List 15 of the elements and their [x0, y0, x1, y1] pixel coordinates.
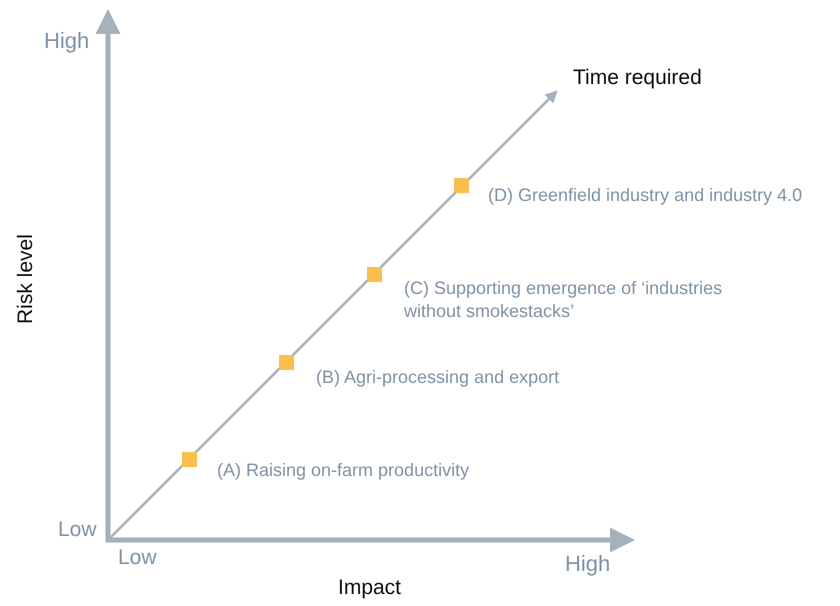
- milestone-label: (A) Raising on-farm productivity: [217, 459, 470, 482]
- axis-title: Risk level: [14, 234, 38, 324]
- milestone-label: (C) Supporting emergence of ‘industries without smokestacks’: [404, 277, 724, 323]
- square-marker: [182, 452, 197, 467]
- axis-title: Impact: [338, 576, 402, 600]
- square-marker: [367, 267, 382, 282]
- milestone-label: (D) Greenfield industry and industry 4.0: [488, 184, 804, 207]
- axis-label: Low: [118, 546, 157, 570]
- milestone-label: (B) Agri-processing and export: [316, 366, 560, 389]
- axis-label: High: [565, 551, 610, 577]
- square-marker: [279, 355, 294, 370]
- axis-title: Time required: [573, 66, 702, 90]
- square-marker: [454, 178, 469, 193]
- axis-label: Low: [58, 518, 97, 542]
- axis-label: High: [44, 28, 90, 54]
